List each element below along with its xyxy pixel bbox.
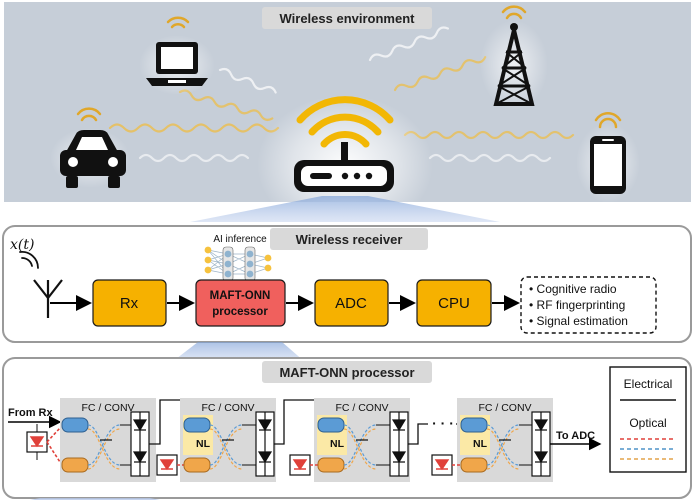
onn-processor-block — [195, 279, 286, 327]
stage-connector — [408, 423, 428, 445]
modulator-bottom — [317, 457, 345, 473]
antenna-waves — [19, 251, 39, 269]
adc-label: ADC — [335, 295, 367, 312]
cpu-label: CPU — [438, 295, 470, 312]
rx-block — [92, 279, 167, 327]
application-item: • Cognitive radio — [529, 282, 617, 296]
rx-label: Rx — [120, 295, 139, 312]
onn-processor-label-line1: MAFT-ONN — [210, 290, 271, 302]
application-item: • Signal estimation — [529, 314, 628, 328]
environment-title-pill — [262, 7, 432, 29]
adc-block — [314, 279, 389, 327]
applications-box — [520, 276, 657, 334]
wireless-receiver-panel: Wireless receiver x(t) Rx AI inference — [2, 225, 692, 343]
modulator-bottom — [61, 457, 89, 473]
ai-inference-label: AI inference — [213, 234, 267, 245]
ellipsis-label: · · · — [432, 415, 454, 431]
input-signal-label: x(t) — [10, 237, 34, 253]
processor-title: MAFT-ONN processor — [279, 365, 414, 380]
legend-electrical-label: Electrical — [624, 377, 673, 391]
router-beam — [190, 196, 500, 222]
fc-conv-label: FC / CONV — [201, 402, 254, 414]
processor-title-pill — [262, 361, 432, 383]
fc-conv-label: FC / CONV — [335, 402, 388, 414]
modulator-bottom — [183, 457, 211, 473]
from-rx-label: From Rx — [8, 407, 54, 419]
router-wifi-icon — [296, 96, 394, 148]
stage-1: FC / CONV — [26, 398, 156, 482]
legend-optical-label: Optical — [629, 416, 666, 430]
router-icon — [294, 142, 394, 192]
receiver-title-pill — [270, 228, 428, 250]
modulator-bottom — [460, 457, 488, 473]
modulator-top — [183, 417, 211, 433]
cell-tower-icon — [480, 5, 548, 110]
stage-n: FC / CONV NL — [431, 398, 553, 482]
onn-processor-label-line2: processor — [212, 306, 268, 318]
signal-waves — [108, 26, 575, 163]
to-adc-label: To ADC — [556, 430, 595, 442]
antenna-icon — [33, 279, 63, 318]
nl-label: NL — [196, 438, 211, 450]
modulator-top — [460, 417, 488, 433]
fc-conv-label: FC / CONV — [478, 402, 531, 414]
application-item: • RF fingerprinting — [529, 298, 625, 312]
smartphone-icon — [576, 111, 640, 203]
environment-title: Wireless environment — [280, 11, 416, 26]
modulator-top — [61, 417, 89, 433]
stage-2: FC / CONV NL — [156, 398, 276, 482]
nl-label: NL — [330, 438, 345, 450]
laptop-icon — [139, 16, 215, 95]
neural-network-icon — [204, 246, 272, 282]
wireless-environment-panel: Wireless environment — [4, 2, 691, 235]
legend: Electrical Optical — [609, 366, 687, 473]
receiver-title: Wireless receiver — [296, 232, 403, 247]
car-icon — [50, 107, 130, 188]
cpu-block — [416, 279, 492, 327]
maft-onn-processor-panel: MAFT-ONN processor From Rx FC / CONV — [2, 357, 692, 499]
legend-box — [609, 366, 687, 473]
nl-label: NL — [473, 438, 488, 450]
modulator-top — [317, 417, 345, 433]
fc-conv-label: FC / CONV — [81, 402, 134, 414]
